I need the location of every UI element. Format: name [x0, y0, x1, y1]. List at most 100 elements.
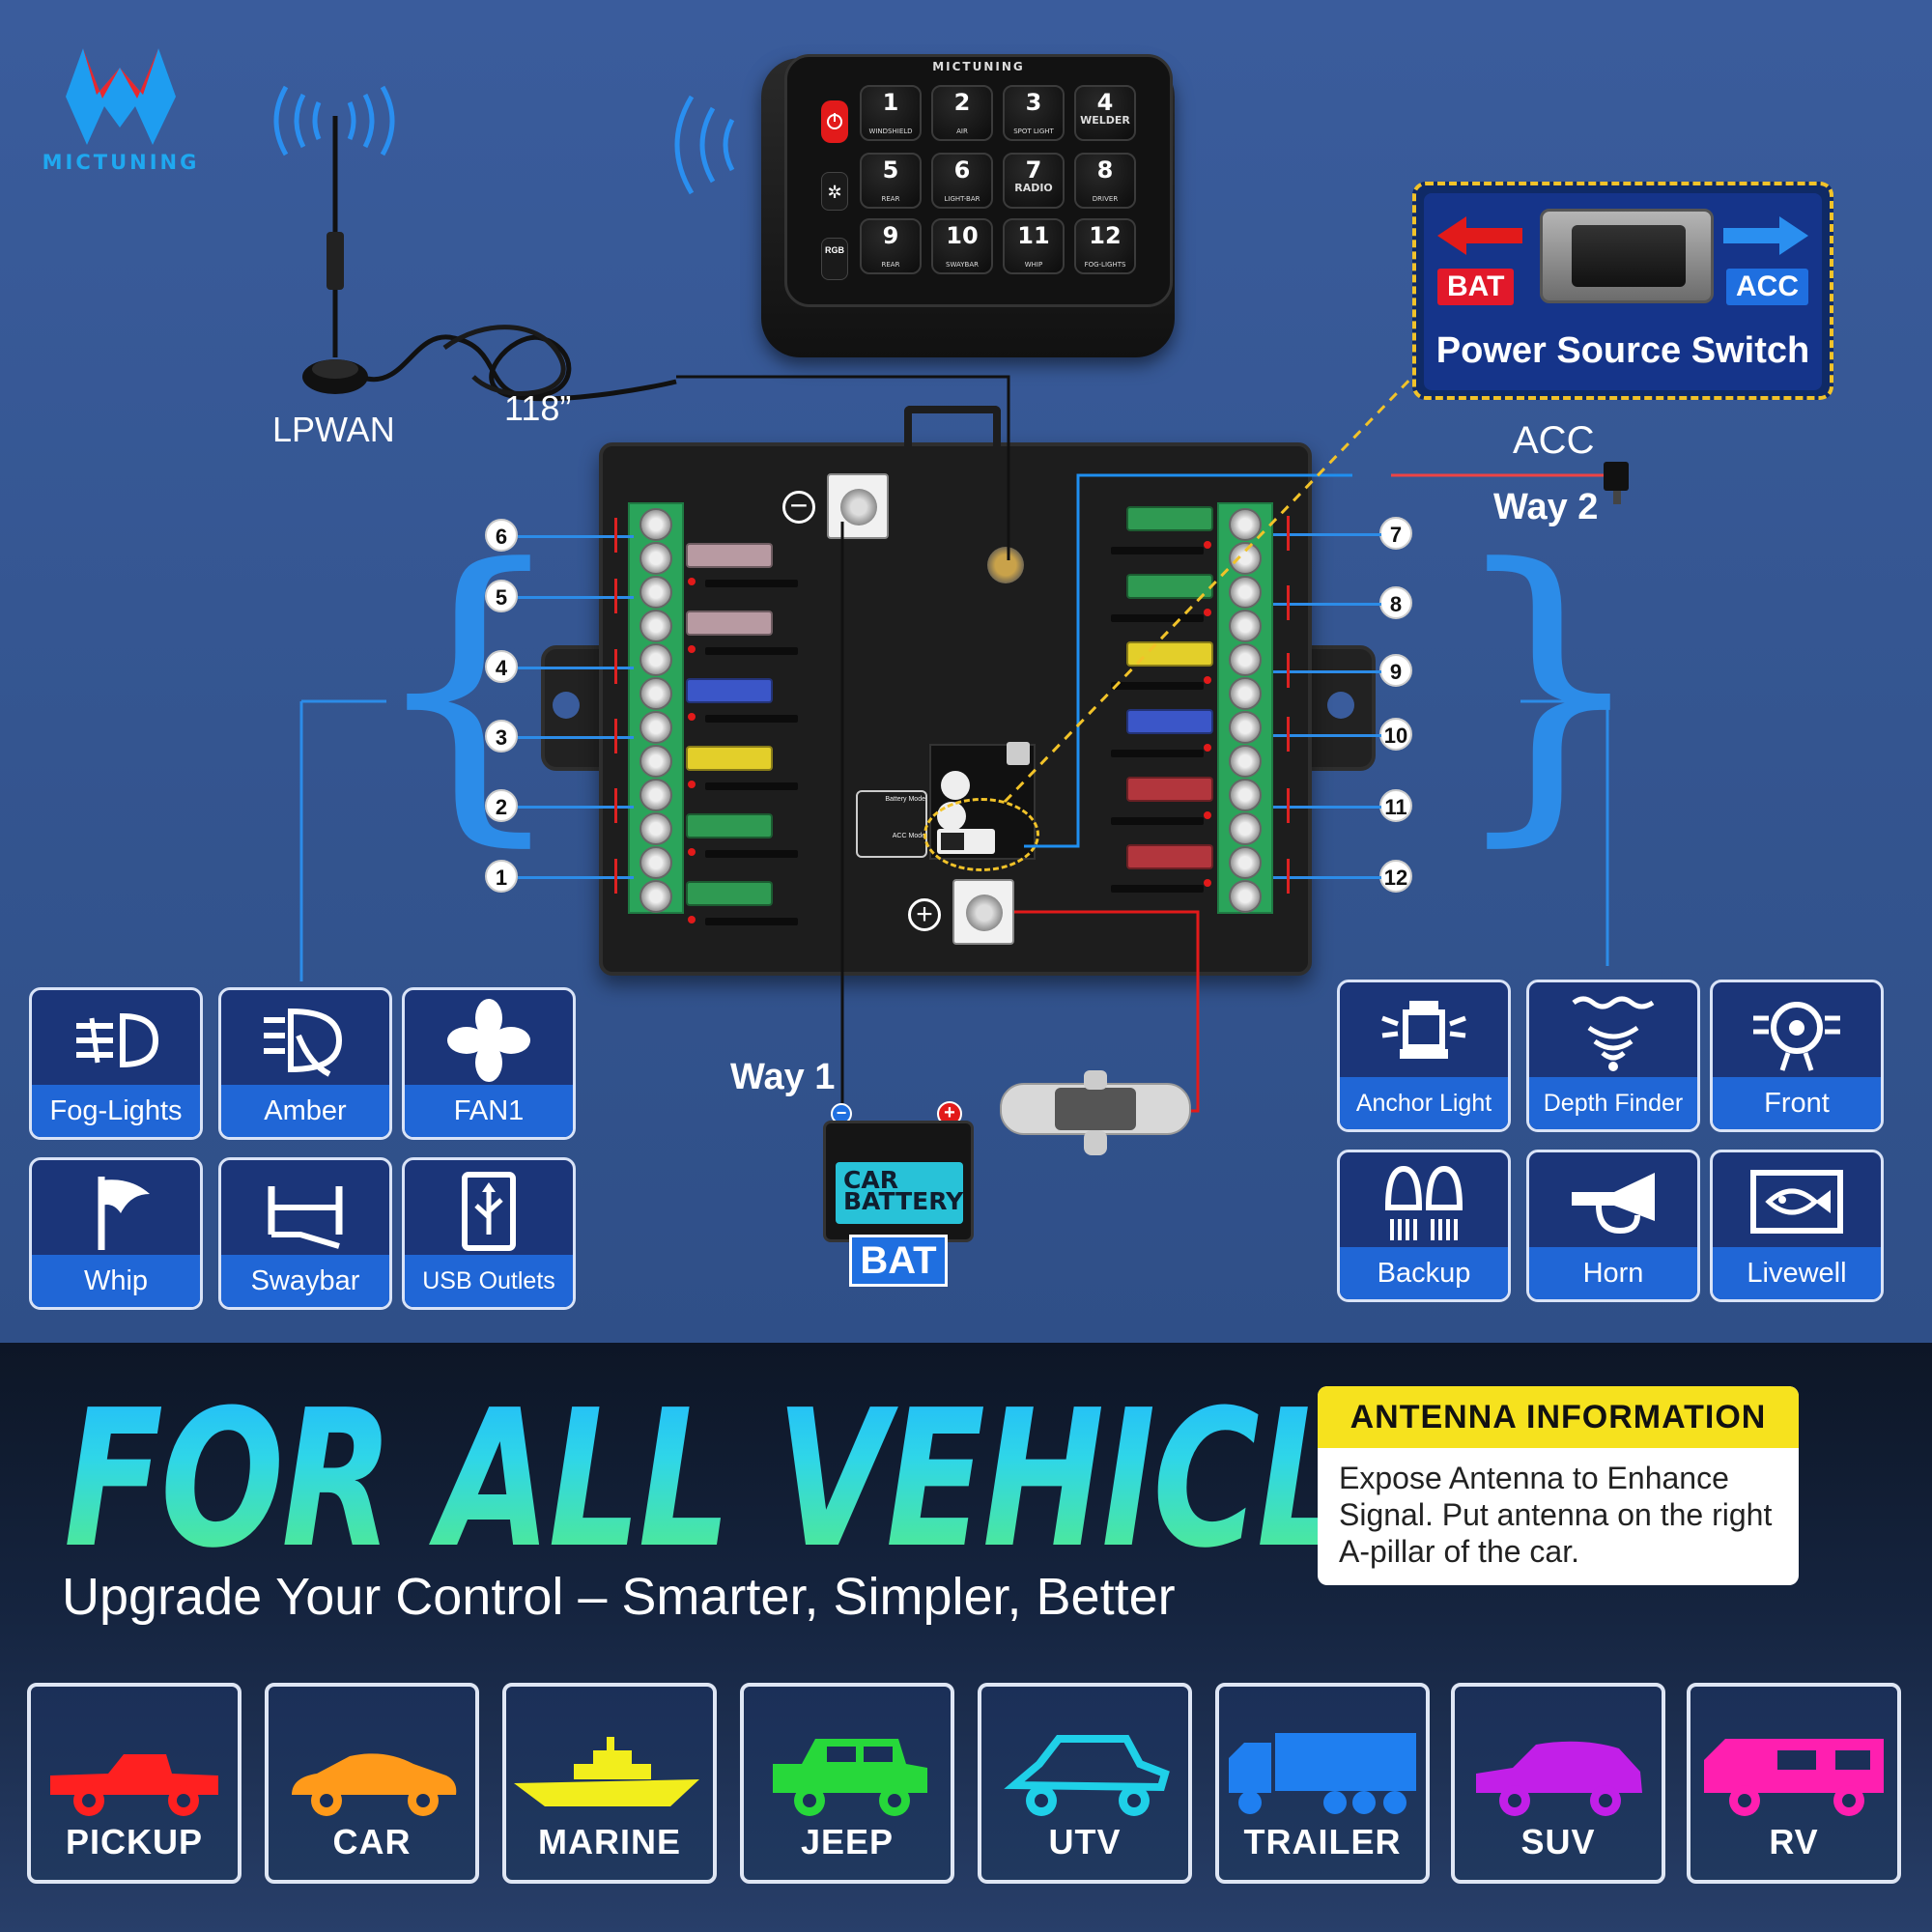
accessory-card-label: Front	[1713, 1077, 1881, 1129]
lpwan-antenna	[302, 116, 677, 402]
battery-label: CAR BATTERY	[836, 1162, 963, 1224]
indicator-led	[688, 916, 696, 923]
leader-line	[518, 736, 634, 739]
remote-switch-number: 11	[1017, 222, 1050, 249]
terminal-screw	[639, 745, 672, 778]
indicator-led	[1204, 879, 1211, 887]
accessory-card: Fog-Lights	[29, 987, 203, 1140]
depth-finder-icon	[1529, 982, 1697, 1083]
accessory-card-label: Backup	[1340, 1247, 1508, 1299]
channel-number: 2	[485, 789, 518, 822]
vehicle-label: UTV	[1048, 1822, 1122, 1861]
accessory-card-label: USB Outlets	[405, 1255, 573, 1307]
plus-symbol-icon: +	[908, 898, 941, 931]
accessory-card: Front	[1710, 980, 1884, 1132]
fuse-slot	[1111, 682, 1204, 690]
marine-icon	[506, 1725, 713, 1822]
rocker-switch[interactable]	[1540, 209, 1714, 303]
terminal-screw	[639, 711, 672, 744]
vehicle-label: PICKUP	[65, 1822, 204, 1861]
remote-switch-number: 9	[882, 222, 899, 249]
blade-fuse	[686, 543, 773, 568]
way2-label: Way 2	[1493, 487, 1599, 527]
accessory-card-label: Swaybar	[221, 1255, 389, 1307]
terminal-screw	[1229, 677, 1262, 710]
remote-switch-label: REAR	[881, 261, 900, 269]
terminal-screw	[639, 677, 672, 710]
headline: FOR ALL VEHICLES	[64, 1370, 1548, 1590]
car-icon	[269, 1725, 475, 1822]
channel-number: 10	[1379, 718, 1412, 751]
brightness-icon: ✲	[827, 183, 842, 202]
channel-number: 7	[1379, 517, 1412, 550]
remote-switch-label: REAR	[881, 195, 900, 203]
fuse-slot	[705, 715, 798, 723]
accessory-card-label: Livewell	[1713, 1247, 1881, 1299]
remote-switch-label: FOG-LIGHTS	[1084, 261, 1126, 269]
arrow-right-icon	[1723, 216, 1808, 255]
terminal-screw	[1229, 508, 1262, 541]
vehicle-card: SUV	[1451, 1683, 1665, 1884]
leader-line	[1273, 670, 1381, 673]
logo-text: MICTUNING	[42, 151, 200, 174]
vehicle-card: TRAILER	[1215, 1683, 1430, 1884]
remote-switch-label: WINDSHIELD	[868, 128, 913, 135]
leader-line	[518, 667, 634, 669]
amber-light-icon	[221, 990, 389, 1091]
brightness-button[interactable]: ✲	[821, 172, 848, 211]
power-button[interactable]	[821, 100, 848, 143]
leader-line	[1287, 788, 1290, 823]
terminal-screw	[639, 779, 672, 811]
vehicle-label: SUV	[1520, 1822, 1596, 1861]
vehicle-card: PICKUP	[27, 1683, 242, 1884]
bat-tag: BAT	[1437, 269, 1515, 305]
accessory-card-label: FAN1	[405, 1085, 573, 1137]
fuse-slot	[1111, 885, 1204, 893]
fuse-slot	[1111, 614, 1204, 622]
fuse-slot	[1111, 817, 1204, 825]
reset-button[interactable]	[1007, 742, 1030, 765]
terminal-screw	[1229, 643, 1262, 676]
fuse-slot	[1111, 750, 1204, 757]
power-icon	[827, 113, 842, 129]
accessory-card-label: Horn	[1529, 1247, 1697, 1299]
terminal-screw	[1229, 779, 1262, 811]
vehicle-card: RV	[1687, 1683, 1901, 1884]
vehicle-label: JEEP	[800, 1822, 895, 1861]
remote-switch-label: SWAYBAR	[946, 261, 979, 269]
leader-line	[614, 859, 617, 894]
rgb-button[interactable]: RGB	[821, 238, 848, 280]
indicator-led	[688, 848, 696, 856]
terminal-screw	[639, 508, 672, 541]
front-light-icon	[1713, 982, 1881, 1083]
leader-line	[518, 806, 634, 809]
fuse-slot	[705, 647, 798, 655]
vehicle-label: RV	[1769, 1822, 1819, 1861]
indicator-led	[1204, 609, 1211, 616]
channel-number: 1	[485, 860, 518, 893]
leader-line	[614, 518, 617, 553]
antenna-info-body: Expose Antenna to Enhance Signal. Put an…	[1339, 1461, 1773, 1569]
accessory-card: Livewell	[1710, 1150, 1884, 1302]
negative-post	[827, 473, 889, 539]
leader-line	[1287, 717, 1290, 752]
blade-fuse	[686, 746, 773, 771]
battery-negative-icon: −	[831, 1103, 852, 1124]
leader-line	[1273, 734, 1381, 737]
leader-line	[1287, 585, 1290, 620]
capacitor	[941, 771, 970, 800]
swaybar-icon	[221, 1160, 389, 1261]
remote-brand: MICTUNING	[932, 60, 1025, 73]
